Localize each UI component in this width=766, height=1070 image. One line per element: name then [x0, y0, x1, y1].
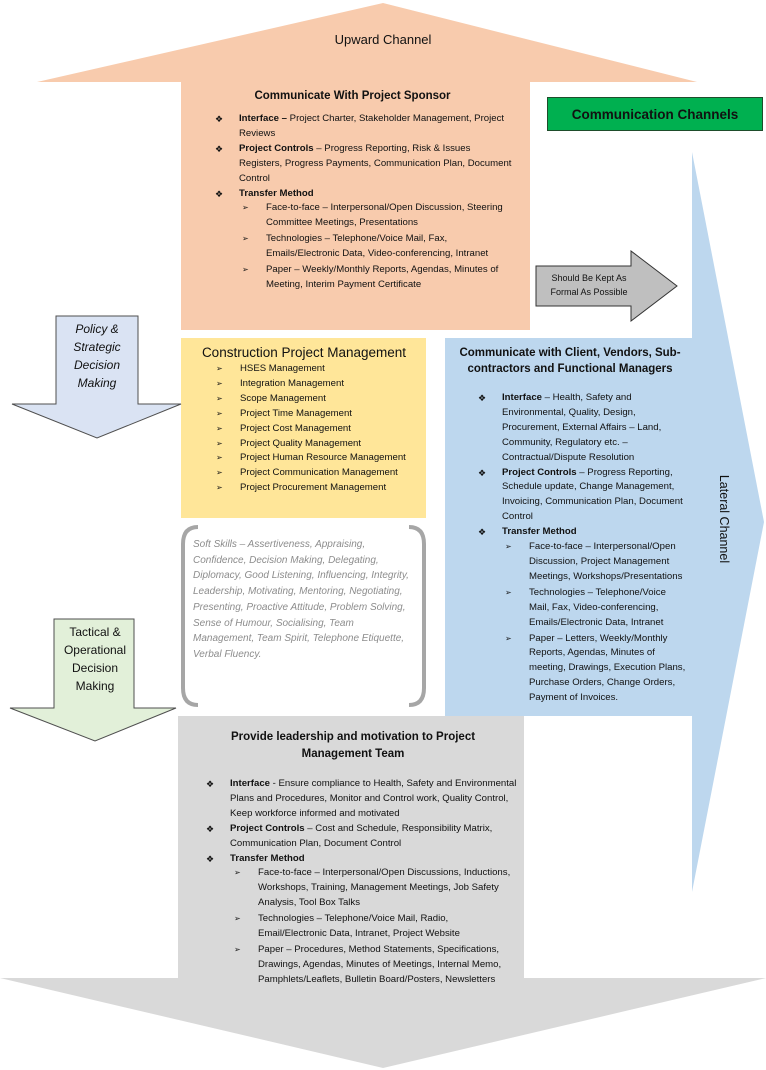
list-item: ➢Project Human Resource Management	[216, 451, 423, 466]
arrow-bullet-icon: ➢	[234, 868, 241, 878]
list-item: ❖Transfer Method	[215, 187, 515, 202]
list-item: ❖Project Controls – Progress Reporting, …	[215, 142, 512, 184]
list-item: ❖Interface – Health, Safety and Environm…	[478, 392, 662, 463]
soft-skills-text: Soft Skills – Assertiveness, Appraising,…	[193, 539, 409, 660]
downward-channel-arrow	[0, 716, 766, 1068]
upward-channel-arrow	[37, 3, 697, 330]
list-item: ❖Interface – Project Charter, Stakeholde…	[215, 113, 505, 139]
sponsor-heading: Communicate With Project Sponsor	[254, 90, 451, 102]
list-item: ❖Project Controls – Cost and Schedule, R…	[206, 822, 493, 849]
list-item: ➢Face-to-face – Interpersonal/Open Discu…	[505, 541, 683, 582]
arrow-bullet-icon: ➢	[234, 944, 241, 954]
arrow-bullet-icon: ➢	[242, 203, 249, 213]
arrow-bullet-icon: ➢	[216, 468, 223, 478]
formal-arrow	[535, 249, 678, 323]
list-item: ❖Project Controls – Progress Reporting, …	[478, 466, 683, 523]
cpm-heading: Construction Project Management	[201, 345, 407, 360]
list-item: ➢Project Procurement Management	[216, 481, 423, 496]
soft-skills-left-bracket	[181, 525, 199, 707]
arrow-bullet-icon: ➢	[216, 438, 223, 448]
arrow-bullet-icon: ➢	[216, 408, 223, 418]
arrow-bullet-icon: ➢	[216, 378, 223, 388]
diamond-bullet-icon: ❖	[215, 114, 224, 124]
arrow-bullet-icon: ➢	[505, 542, 512, 552]
list-item: ➢Project Cost Management	[216, 422, 423, 437]
arrow-bullet-icon: ➢	[216, 364, 223, 373]
client-list: ❖Interface – Health, Safety and Environm…	[452, 391, 688, 540]
diamond-bullet-icon: ❖	[478, 527, 487, 538]
list-item: ❖Interface - Ensure compliance to Health…	[206, 778, 517, 819]
leadership-methods: ➢Face-to-face – Interpersonal/Open Discu…	[188, 866, 518, 987]
arrow-bullet-icon: ➢	[216, 453, 223, 463]
cpm-section: Construction Project Management ➢HSES Ma…	[185, 345, 423, 496]
list-item: ➢Project Quality Management	[216, 437, 423, 452]
list-item: ➢HSES Management	[216, 362, 423, 377]
policy-arrow	[11, 315, 182, 439]
diamond-bullet-icon: ❖	[478, 393, 487, 403]
list-item: ➢Scope Management	[216, 392, 423, 407]
list-item: ❖Transfer Method	[206, 852, 518, 867]
list-item: ➢Technologies – Telephone/Voice Mail, Fa…	[242, 233, 489, 260]
client-section: Communicate with Client, Vendors, Sub-co…	[452, 345, 688, 706]
diagram-title-text: Communication Channels	[571, 106, 739, 122]
leadership-section: Provide leadership and motivation to Pro…	[188, 729, 518, 988]
arrow-bullet-icon: ➢	[242, 265, 249, 275]
diagram-title: Communication Channels	[547, 97, 763, 131]
sponsor-list: ❖Interface – Project Charter, Stakeholde…	[190, 112, 515, 201]
tactical-arrow	[9, 618, 177, 742]
tactical-label: Tactical & Operational Decision Making	[63, 625, 127, 693]
arrow-bullet-icon: ➢	[234, 914, 241, 924]
list-item: ➢Integration Management	[216, 377, 423, 392]
sponsor-section: Communicate With Project Sponsor ❖Interf…	[190, 90, 515, 293]
soft-skills-right-bracket	[408, 525, 426, 707]
leadership-list: ❖Interface - Ensure compliance to Health…	[188, 777, 518, 866]
leadership-heading: Provide leadership and motivation to Pro…	[230, 731, 476, 760]
diamond-bullet-icon: ❖	[206, 823, 215, 834]
diamond-bullet-icon: ❖	[215, 188, 224, 199]
list-item: ❖Transfer Method	[478, 525, 688, 540]
list-item: ➢Project Time Management	[216, 407, 423, 422]
arrow-bullet-icon: ➢	[505, 633, 512, 643]
formal-note: Should Be Kept As Formal As Possible	[550, 273, 628, 297]
arrow-bullet-icon: ➢	[505, 587, 512, 597]
sponsor-methods: ➢Face-to-face – Interpersonal/Open Discu…	[190, 201, 515, 292]
list-item: ➢Project Communication Management	[216, 466, 423, 481]
cpm-list: ➢HSES Management ➢Integration Management…	[185, 362, 423, 496]
arrow-bullet-icon: ➢	[216, 393, 223, 403]
list-item: ➢Technologies – Telephone/Voice Mail, Fa…	[505, 586, 666, 628]
arrow-bullet-icon: ➢	[216, 483, 223, 493]
diamond-bullet-icon: ❖	[206, 853, 215, 864]
list-item: ➢Paper – Weekly/Monthly Reports, Agendas…	[242, 264, 499, 290]
client-methods: ➢Face-to-face – Interpersonal/Open Discu…	[452, 540, 688, 706]
list-item: ➢Paper – Letters, Weekly/Monthly Reports…	[505, 632, 686, 704]
policy-label: Policy & Strategic Decision Making	[73, 322, 121, 390]
arrow-bullet-icon: ➢	[216, 423, 223, 433]
diamond-bullet-icon: ❖	[478, 467, 487, 478]
list-item: ➢Face-to-face – Interpersonal/Open Discu…	[234, 867, 511, 909]
lateral-channel-label: Lateral Channel	[717, 474, 731, 564]
list-item: ➢Paper – Procedures, Method Statements, …	[234, 943, 502, 985]
list-item: ➢Face-to-face – Interpersonal/Open Discu…	[242, 202, 503, 229]
client-heading: Communicate with Client, Vendors, Sub-co…	[459, 347, 681, 375]
arrow-bullet-icon: ➢	[242, 234, 249, 244]
cpm-box	[181, 338, 426, 518]
diamond-bullet-icon: ❖	[215, 143, 224, 154]
upward-channel-label: Upward Channel	[334, 32, 432, 47]
lateral-channel-arrow	[445, 152, 764, 892]
list-item: ➢Technologies – Telephone/Voice Mail, Ra…	[234, 913, 460, 940]
diamond-bullet-icon: ❖	[206, 779, 215, 789]
